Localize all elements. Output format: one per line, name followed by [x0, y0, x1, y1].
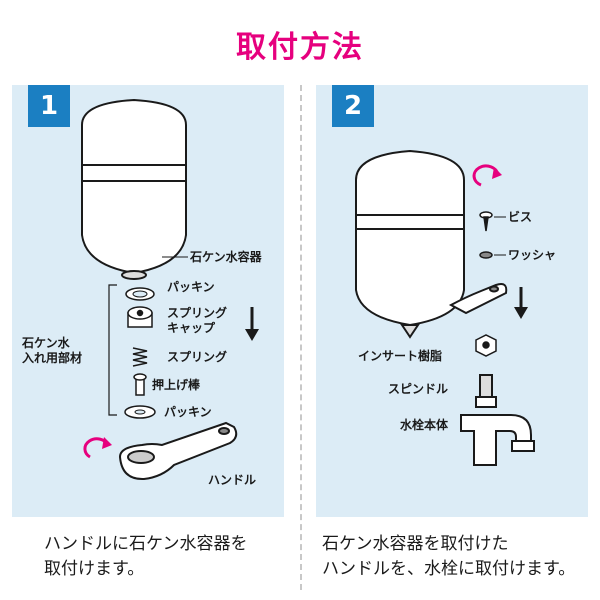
label-screw: ビス — [508, 209, 532, 224]
down-arrow-icon — [245, 307, 259, 341]
label-spindle: スピンドル — [388, 382, 448, 396]
panel-divider — [300, 85, 302, 590]
insert-drawing — [475, 334, 497, 357]
step-2-illustration: ビス ワッシャ インサート樹脂 スピンドル 水栓本体 — [355, 149, 556, 466]
soap-container-drawing — [81, 98, 187, 280]
label-washer: ワッシャ — [508, 248, 556, 262]
faucet-drawing — [460, 374, 535, 466]
label-spring-cap: スプリング キャップ — [167, 305, 231, 335]
down-arrow-icon — [514, 287, 528, 319]
step-2-panel: 2 — [316, 85, 588, 517]
step-1-badge: 1 — [28, 85, 70, 127]
label-spring: スプリング — [167, 349, 227, 364]
soap-container-drawing — [355, 149, 508, 339]
label-spring-cap-line1: スプリング — [167, 305, 227, 320]
label-packing-top: パッキン — [167, 280, 215, 294]
step-2-badge: 2 — [332, 85, 374, 127]
label-insert: インサート樹脂 — [358, 348, 442, 363]
label-container: 石ケン水容器 — [189, 249, 263, 264]
page-title: 取付方法 — [236, 30, 364, 65]
label-spring-cap-line2: キャップ — [167, 320, 216, 335]
label-group-line1: 石ケン水 — [21, 335, 71, 350]
label-packing-bottom: パッキン — [164, 405, 212, 419]
step-1-caption: ハンドルに石ケン水容器を 取付けます。 — [44, 534, 248, 579]
step-2-caption: 石ケン水容器を取付けた ハンドルを、水栓に取付けます。 — [322, 534, 576, 579]
label-push-rod: 押上げ棒 — [152, 377, 201, 392]
screw-drawing — [479, 211, 493, 232]
step-1-panel: 1 — [12, 85, 284, 517]
label-handle: ハンドル — [208, 473, 256, 487]
label-faucet: 水栓本体 — [400, 417, 449, 432]
label-group-line2: 入れ用部材 — [22, 350, 82, 365]
rotate-arrow-icon — [472, 164, 502, 187]
step-1-illustration: 石ケン水容器 パッキン スプリング キャップ スプリング 押上げ棒 パッキン 石… — [21, 98, 263, 487]
label-group: 石ケン水 入れ用部材 — [21, 335, 82, 365]
rotate-arrow-icon — [83, 437, 112, 459]
